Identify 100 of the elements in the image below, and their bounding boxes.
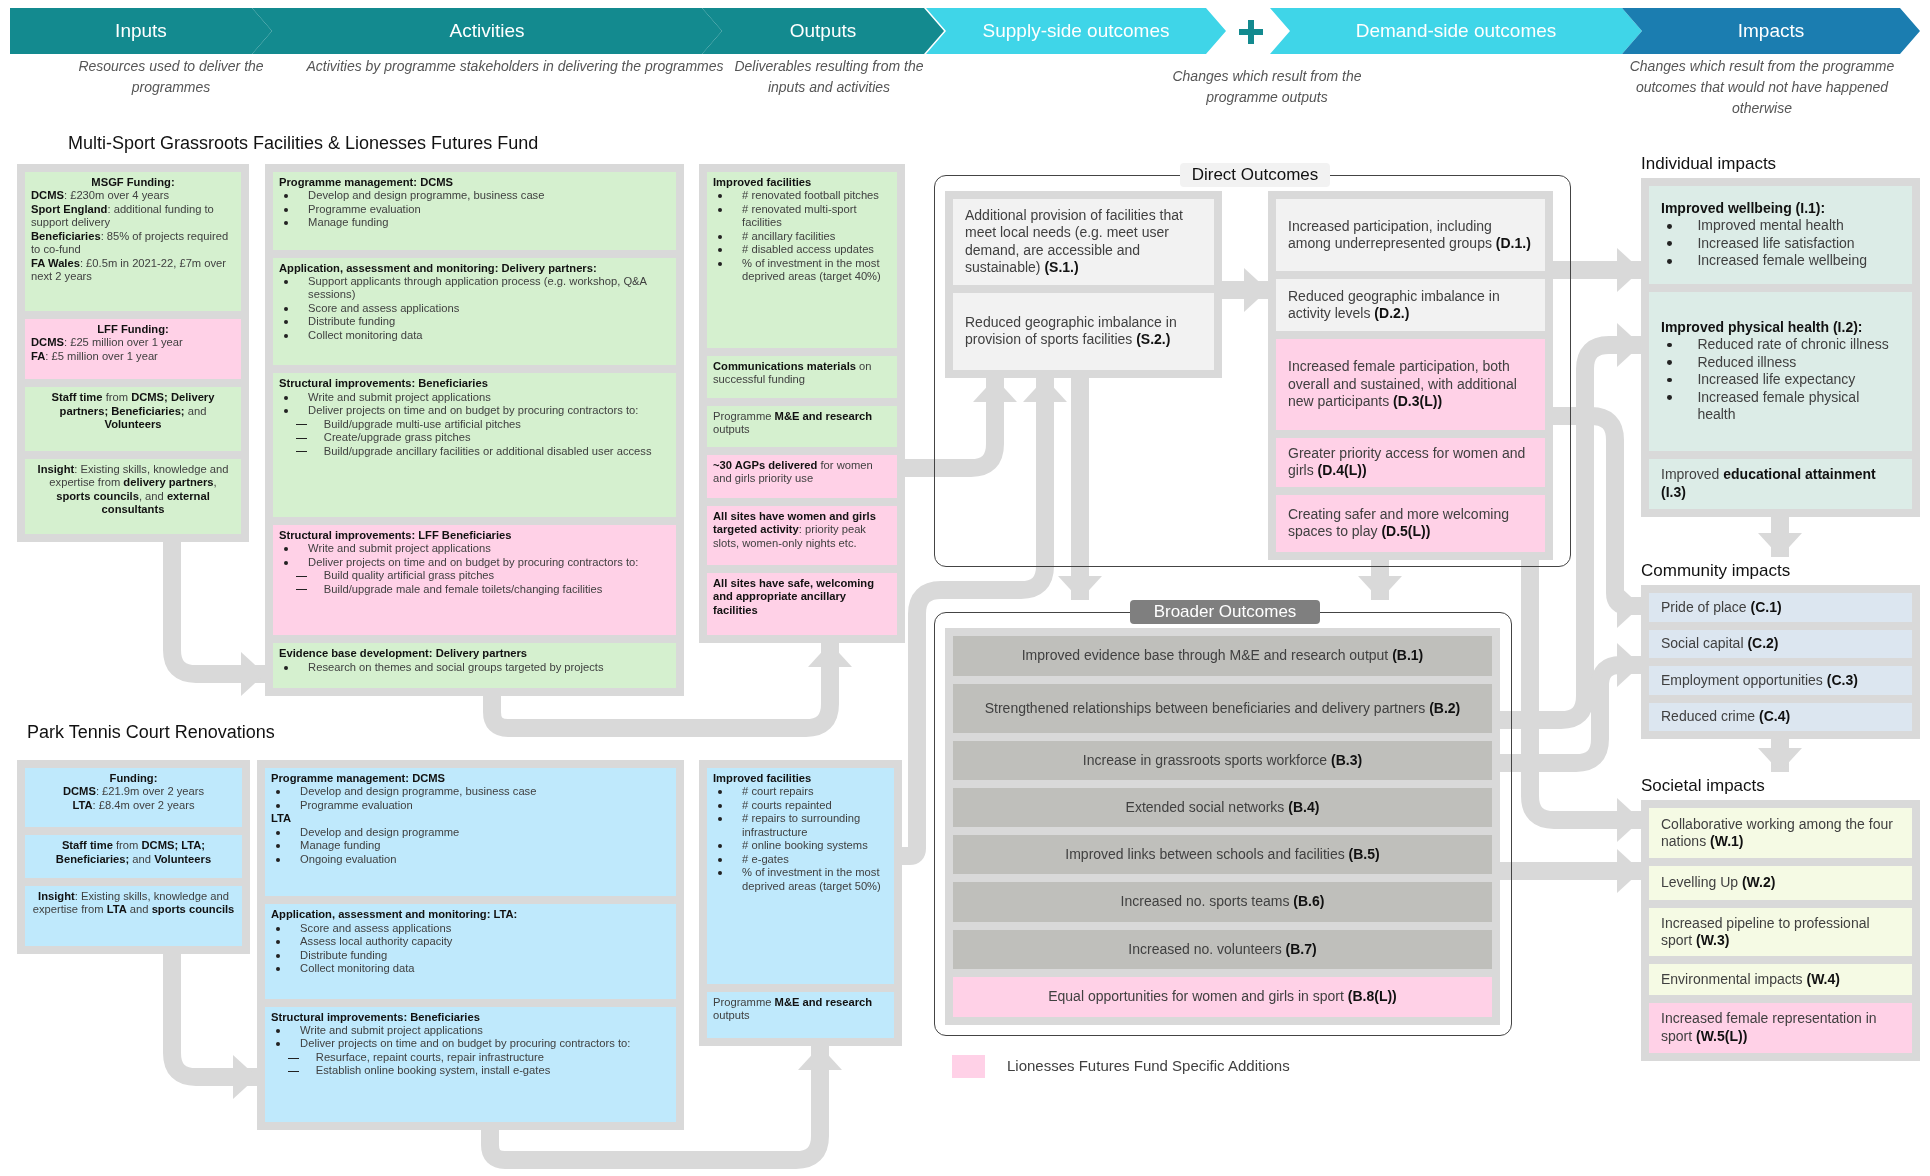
output-card [707, 454, 897, 498]
card-text: DCMS: £230m over 4 years [31, 189, 171, 203]
card-text: Beneficiaries: 85% of projects required to co-fund [31, 229, 230, 257]
sub-bullet-item: Build/upgrade ancillary facilities or additional disabled user access [279, 444, 670, 458]
thick-arrow [1758, 517, 1802, 557]
panel-heading: Community impacts [1641, 560, 1792, 582]
sub-bullet-item: Resurface, repaint courts, repair infrastructure [271, 1050, 670, 1065]
bullet-item: Reduced rate of chronic illness [1661, 336, 1900, 354]
sub-bullet-item: Build/upgrade male and female toilets/changing facilities [279, 582, 670, 597]
card-text: Social capital (C.2) [1661, 635, 1780, 653]
banner-label: Outputs [789, 20, 857, 42]
card-text: Improved educational attainment (I.3) [1661, 466, 1877, 502]
card-heading: Improved physical health (I.2): [1661, 318, 1864, 337]
bullet-item: Assess local authority capacity [271, 935, 670, 949]
outcome-card [953, 788, 1492, 828]
bullet-item: Ongoing evaluation [271, 852, 670, 867]
group-panel [17, 760, 250, 954]
activity-card [265, 904, 676, 999]
stage-description: Activities by programme stakeholders in delivering the programmes [305, 57, 725, 76]
stage-description: Changes which result from the programme outcomes that would not have happened otherwise [1628, 57, 1896, 118]
outcome-card [1276, 437, 1545, 487]
sub-bullet-item: Build/upgrade multi-use artificial pitches [279, 417, 670, 432]
thick-arrow [1222, 268, 1268, 312]
card-text: Employment opportunities (C.3) [1661, 671, 1859, 689]
card-text: Environmental impacts (W.4) [1661, 970, 1841, 989]
card-text: Sport England: additional funding to support delivery [31, 202, 215, 230]
panel-heading: Individual impacts [1641, 153, 1778, 175]
outcome-card [953, 976, 1492, 1017]
card-heading: Improved facilities [713, 772, 813, 786]
card-heading: MSGF Funding: [90, 176, 176, 190]
card-text: Levelling Up (W.2) [1661, 874, 1777, 892]
outcome-card [1276, 199, 1545, 272]
bullet-item: Distribute funding [279, 315, 670, 329]
bullet-item: % of investment in the most deprived areas (target 40%) [713, 256, 891, 284]
card-heading: Application, assessment and monitoring: Delivery partners: [279, 261, 598, 275]
card-text: LTA: £8.4m over 2 years [71, 798, 196, 813]
bullet-item: Increased female physical health [1661, 388, 1900, 424]
card-heading: Improved facilities [713, 176, 813, 190]
legend-text: Lionesses Futures Fund Specific Additions [1007, 1057, 1290, 1074]
card-heading: Programme management: DCMS [279, 176, 455, 190]
group-panel [265, 164, 684, 696]
chevron-banner [1622, 8, 1920, 54]
chevron-banner [10, 8, 272, 54]
card-text: Reduced geographic imbalance in provision of sports facilities (S.2.) [965, 313, 1178, 349]
card-text: ~30 AGPs delivered for women and girls priority use [713, 458, 874, 486]
bullet-item: Collect monitoring data [271, 962, 670, 976]
thick-arrow [1058, 378, 1102, 600]
card-text: Creating safer and more welcoming spaces to play (D.5(L)) [1288, 506, 1510, 541]
thick-arrow [163, 954, 257, 1099]
bullet-item: Score and assess applications [279, 301, 670, 316]
card-heading: Structural improvements: Beneficiaries [279, 377, 489, 391]
card-heading: Application, assessment and monitoring: LTA: [271, 908, 519, 922]
banner-label: Supply-side outcomes [982, 20, 1170, 42]
outcome-card [953, 740, 1492, 780]
bullet-item: # courts repainted [713, 798, 888, 813]
section-tab: Direct Outcomes [1180, 163, 1330, 187]
input-card [25, 768, 242, 828]
banner-label: Inputs [115, 20, 167, 42]
card-text: Extended social networks (B.4) [1124, 798, 1321, 817]
thick-arrow [1553, 407, 1641, 628]
card-heading: Evidence base development: Delivery partners [279, 647, 529, 661]
bullet-item: Programme evaluation [279, 202, 670, 217]
bullet-item: Support applicants through application process (e.g. workshop, Q&A sessions) [279, 275, 670, 302]
bullet-item: Collect monitoring data [279, 328, 670, 343]
impact-card [1649, 1002, 1912, 1053]
bullet-item: Distribute funding [271, 948, 670, 963]
bullet-item: Write and submit project applications [279, 542, 670, 556]
chevron-banner [926, 8, 1226, 54]
bullet-item: Develop and design programme [271, 825, 670, 840]
bullet-item: Develop and design programme, business case [279, 189, 670, 203]
output-card [707, 768, 894, 984]
card-text: Additional provision of facilities that meet local needs (e.g. meet user demand, are accessible and sustainable) (S.1.) [965, 206, 1184, 277]
thick-arrow [163, 542, 265, 696]
output-card [707, 172, 897, 348]
bullet-item: Increased life expectancy [1661, 371, 1900, 389]
input-card [25, 318, 241, 380]
activity-card [265, 1006, 676, 1122]
card-text: Increased no. sports teams (B.6) [1119, 893, 1326, 911]
impact-card [1649, 808, 1912, 859]
bullet-item: Deliver projects on time and on budget by procuring contractors to: [279, 404, 670, 418]
card-heading: Improved wellbeing (I.1): [1661, 199, 1827, 218]
activity-card [273, 172, 676, 250]
sub-bullet-item: Establish online booking system, install e-gates [271, 1064, 670, 1078]
card-text: All sites have safe, welcoming and appropriate ancillary facilities [713, 576, 876, 617]
bullet-item: Improved mental health [1661, 217, 1900, 235]
thick-arrow [483, 643, 852, 737]
card-text: Increase in grassroots sports workforce (B.3) [1081, 751, 1364, 770]
card-text: Increased female participation, both overall and sustained, with additional new participants (D.3(L)) [1288, 358, 1518, 411]
card-text: Increased participation, including among underrepresented groups (D.1.) [1288, 217, 1532, 253]
card-text: Staff time from DCMS; LTA; Beneficiaries; and Volunteers [54, 839, 213, 866]
input-card [25, 886, 242, 946]
bullet-item: Write and submit project applications [271, 1024, 670, 1038]
outcome-card [953, 292, 1214, 370]
bullet-item: Deliver projects on time and on budget by procuring contractors to: [279, 555, 670, 570]
card-text: Improved links between schools and facilities (B.5) [1064, 846, 1381, 864]
impact-card [1649, 186, 1912, 284]
thick-arrow [1500, 643, 1641, 772]
thick-arrow [1521, 560, 1641, 842]
card-text: Staff time from DCMS; Delivery partners; Beneficiaries; and Volunteers [50, 391, 216, 432]
sub-bullet-item: Create/upgrade grass pitches [279, 431, 670, 445]
